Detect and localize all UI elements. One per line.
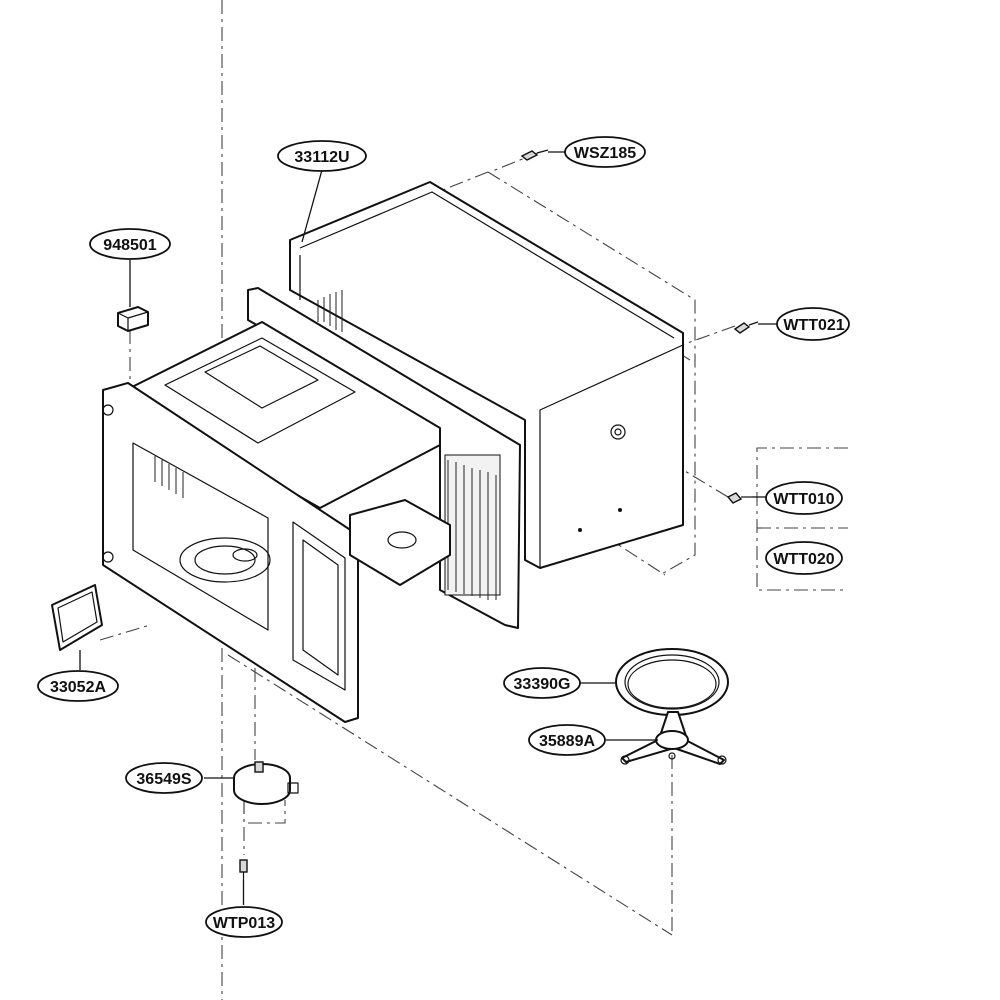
leader-lines: [79, 151, 778, 905]
cavity-assembly-drawing: [102, 287, 521, 723]
outer-case-drawing: [289, 181, 684, 569]
svg-text:33052A: 33052A: [50, 679, 106, 696]
part-label-33112U[interactable]: 33112U: [277, 140, 367, 172]
connector-block-drawing: [117, 306, 149, 332]
svg-text:33112U: 33112U: [294, 149, 349, 166]
part-label-WTT021[interactable]: WTT021: [776, 307, 850, 341]
svg-text:33390G: 33390G: [514, 676, 571, 693]
svg-text:35889A: 35889A: [539, 733, 595, 750]
svg-text:WTT010: WTT010: [773, 491, 834, 508]
turntable-motor-drawing: [233, 761, 299, 805]
part-label-36549S[interactable]: 36549S: [125, 762, 203, 794]
svg-text:36549S: 36549S: [136, 771, 191, 788]
part-label-WTT020[interactable]: WTT020: [765, 541, 843, 575]
part-label-WSZ185[interactable]: WSZ185: [564, 136, 646, 168]
part-label-948501[interactable]: 948501: [89, 228, 171, 260]
turntable-tray-drawing: [615, 648, 729, 716]
cover-plate-drawing: [51, 584, 103, 651]
part-label-33052A[interactable]: 33052A: [37, 670, 119, 702]
svg-text:WTP013: WTP013: [213, 915, 275, 932]
part-label-WTP013[interactable]: WTP013: [205, 906, 283, 938]
svg-text:WTT020: WTT020: [773, 551, 834, 568]
svg-text:948501: 948501: [103, 237, 156, 254]
svg-text:WSZ185: WSZ185: [574, 145, 636, 162]
screw-drawings: [239, 149, 759, 880]
part-label-WTT010[interactable]: WTT010: [765, 481, 843, 515]
roller-support-drawing: [620, 711, 727, 765]
part-label-33390G[interactable]: 33390G: [503, 667, 581, 699]
svg-text:WTT021: WTT021: [783, 317, 844, 334]
part-label-35889A[interactable]: 35889A: [528, 724, 606, 756]
